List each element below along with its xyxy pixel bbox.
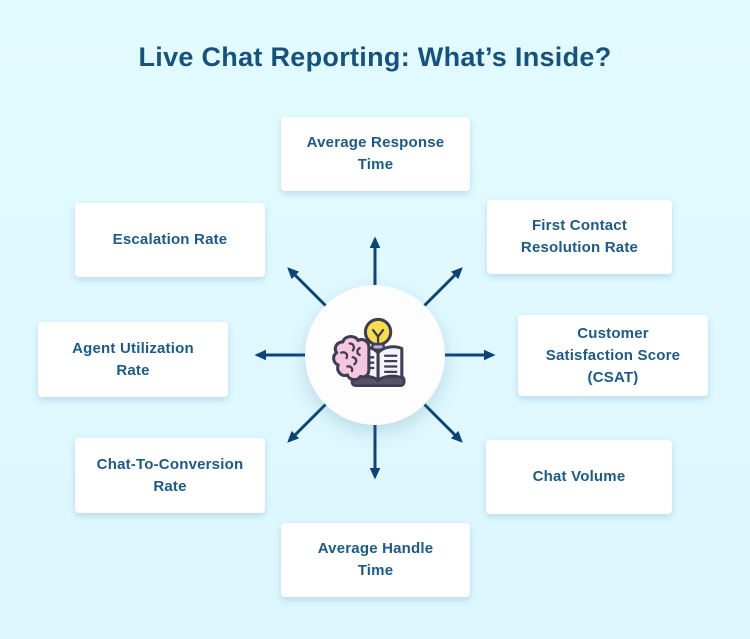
node-chat-volume: Chat Volume <box>486 440 672 514</box>
node-label: First Contact Resolution Rate <box>520 217 639 256</box>
node-label: Escalation Rate <box>112 231 228 248</box>
node-chat-to-conversion-rate: Chat-To-Conversion Rate <box>75 438 265 513</box>
page-title: Live Chat Reporting: What’s Inside? <box>138 42 612 72</box>
node-label: Average Handle Time <box>317 540 434 579</box>
brain-icon <box>332 335 371 382</box>
node-escalation-rate: Escalation Rate <box>75 203 265 277</box>
node-label: Chat-To-Conversion Rate <box>96 455 244 495</box>
node-label: Average Response Time <box>306 134 445 173</box>
node-label: Agent Utilization Rate <box>72 339 194 379</box>
node-agent-utilization-rate: Agent Utilization Rate <box>38 322 228 397</box>
node-customer-satisfaction-score: Customer Satisfaction Score (CSAT) <box>518 315 708 396</box>
node-average-response-time: Average Response Time <box>281 117 470 191</box>
node-average-handle-time: Average Handle Time <box>281 523 470 597</box>
center-circle <box>305 285 445 425</box>
node-label: Customer Satisfaction Score (CSAT) <box>545 324 681 386</box>
node-first-contact-resolution-rate: First Contact Resolution Rate <box>487 200 672 274</box>
brain-lightbulb-book-icon <box>332 317 406 388</box>
node-label: Chat Volume <box>532 468 626 485</box>
